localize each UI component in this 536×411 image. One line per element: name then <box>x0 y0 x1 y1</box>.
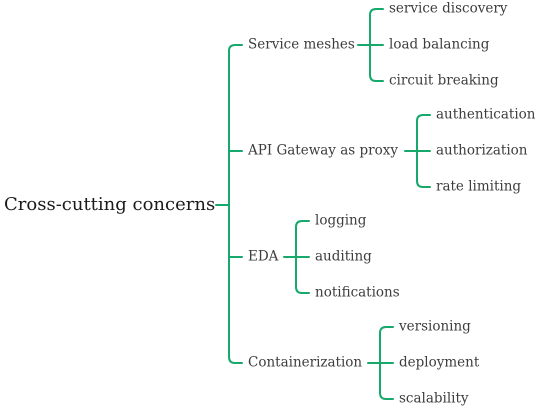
leaf-label-circuit-breaking: circuit breaking <box>389 72 499 89</box>
branch-0-connector <box>357 8 384 82</box>
branch-3-connector <box>367 326 394 400</box>
branch-label-service-meshes: Service meshes <box>248 36 355 53</box>
leaf-label-authorization: authorization <box>436 142 528 159</box>
branch-label-eda: EDA <box>248 248 279 265</box>
root-node-label: Cross-cutting concerns <box>4 194 216 215</box>
leaf-label-notifications: notifications <box>315 284 400 301</box>
branch-label-api-gateway: API Gateway as proxy <box>248 142 398 159</box>
branch-2-connector <box>283 220 310 294</box>
branch-1-connector <box>404 114 431 188</box>
leaf-label-scalability: scalability <box>399 390 469 407</box>
root-trunk-connector <box>215 44 243 364</box>
leaf-label-auditing: auditing <box>315 248 372 265</box>
leaf-label-logging: logging <box>315 212 367 229</box>
leaf-label-deployment: deployment <box>399 354 480 371</box>
leaf-label-load-balancing: load balancing <box>389 36 490 53</box>
leaf-label-authentication: authentication <box>436 106 536 123</box>
leaf-label-service-discovery: service discovery <box>389 0 508 17</box>
leaf-label-rate-limiting: rate limiting <box>436 178 522 195</box>
branch-label-containerization: Containerization <box>248 354 363 371</box>
leaf-label-versioning: versioning <box>399 318 471 335</box>
